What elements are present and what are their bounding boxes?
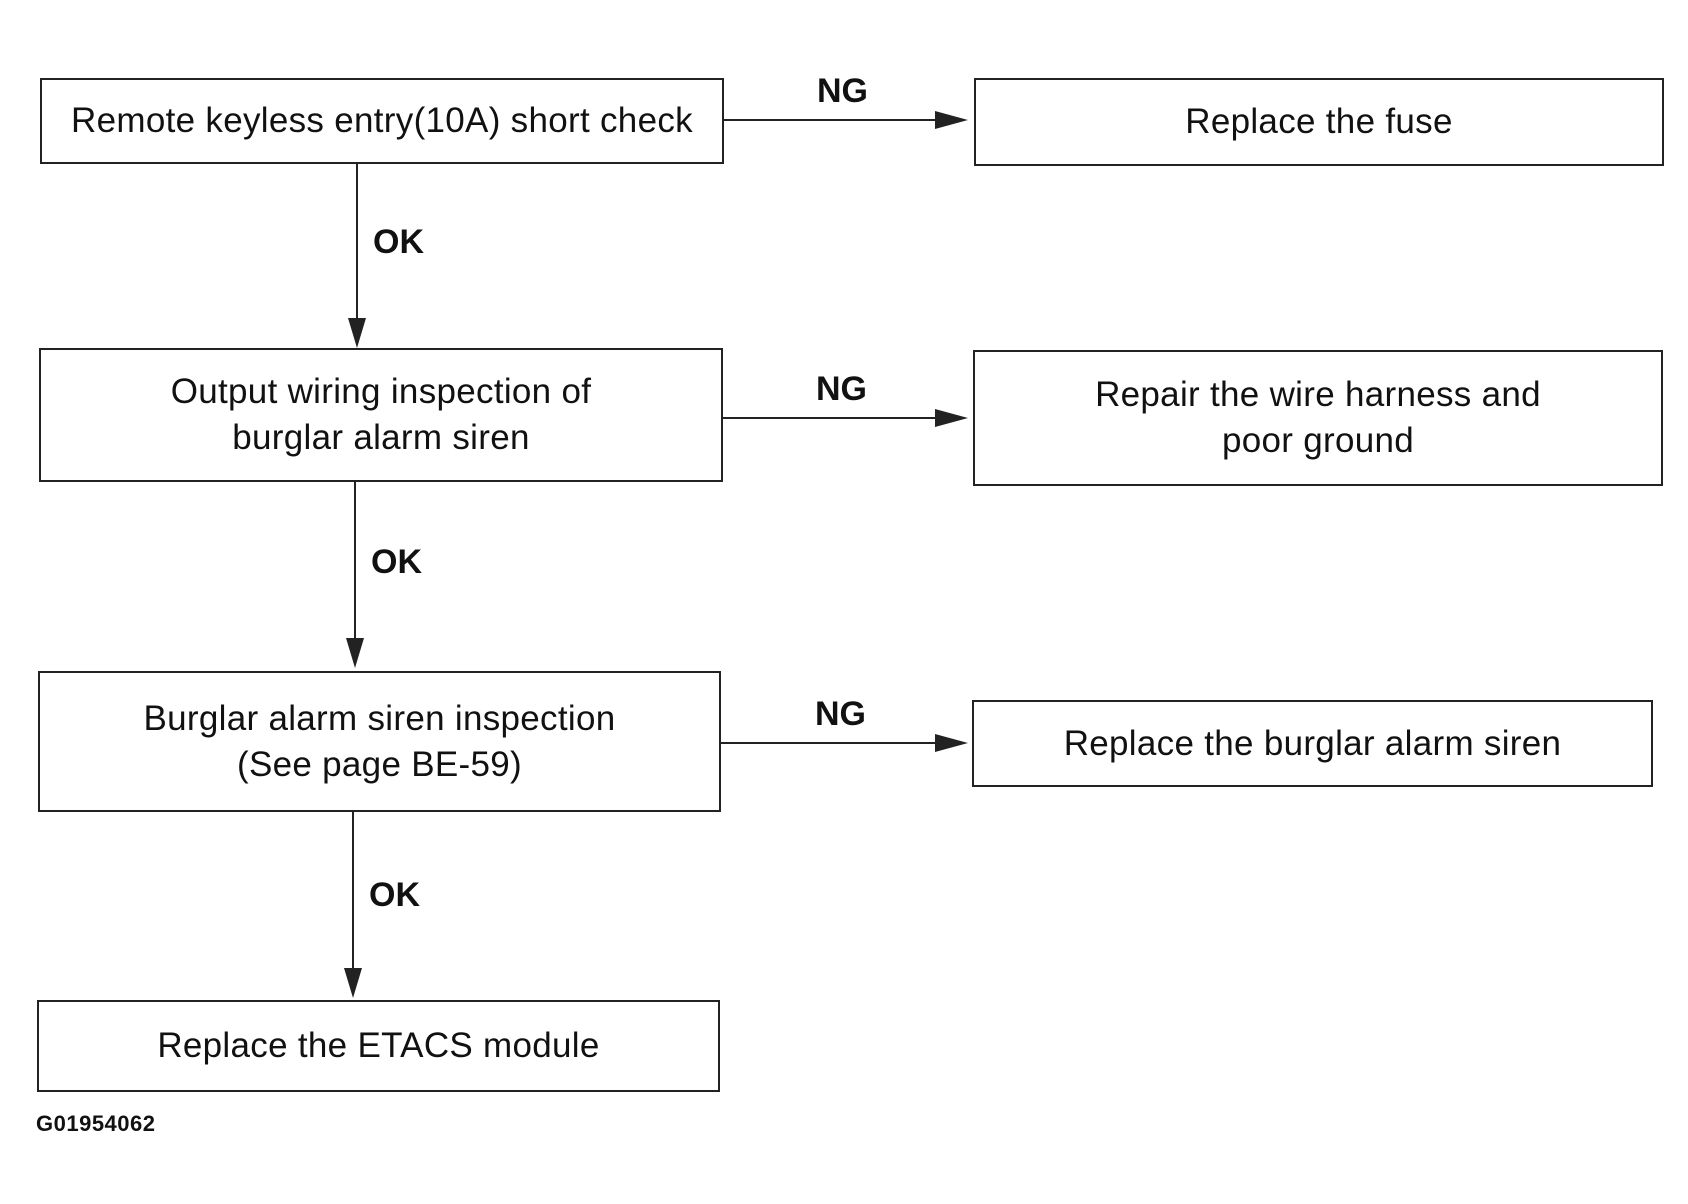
arrow-ok-1 [348,163,366,348]
box-line: poor ground [1221,421,1415,460]
edge-label-ng: NG [815,695,866,733]
box-replace-burglar-alarm-siren: Replace the burglar alarm siren [972,700,1653,787]
box-remote-keyless-short-check: Remote keyless entry(10A) short check [40,78,724,164]
box-line: Output wiring inspection of [170,372,592,411]
box-line: Replace the fuse [1185,102,1453,141]
edge-label-ok: OK [371,543,422,581]
arrow-ng-1 [724,111,968,129]
edge-label-ng: NG [817,72,868,110]
edge-label-ng: NG [816,370,867,408]
box-repair-wire-harness: Repair the wire harness and poor ground [973,350,1663,486]
box-line: Replace the burglar alarm siren [1063,723,1562,763]
figure-id: G01954062 [36,1111,156,1136]
box-line: Remote keyless entry(10A) short check [71,101,693,140]
arrow-ng-3 [720,734,968,752]
box-siren-inspection: Burglar alarm siren inspection (See page… [38,671,721,812]
arrow-ok-3 [344,811,362,998]
box-line: Replace the ETACS module [157,1026,600,1065]
edge-label-ok: OK [373,223,424,261]
box-line: Repair the wire harness and [1095,375,1541,414]
box-replace-fuse: Replace the fuse [974,78,1664,166]
edge-label-ok: OK [369,876,420,914]
box-line: Burglar alarm siren inspection [143,698,616,738]
arrow-ng-2 [722,409,968,427]
box-replace-etacs-module: Replace the ETACS module [37,1000,720,1092]
arrow-ok-2 [346,481,364,668]
box-line: burglar alarm siren [232,418,530,457]
box-line: (See page BE-59) [237,744,522,784]
box-output-wiring-inspection: Output wiring inspection of burglar alar… [39,348,723,482]
